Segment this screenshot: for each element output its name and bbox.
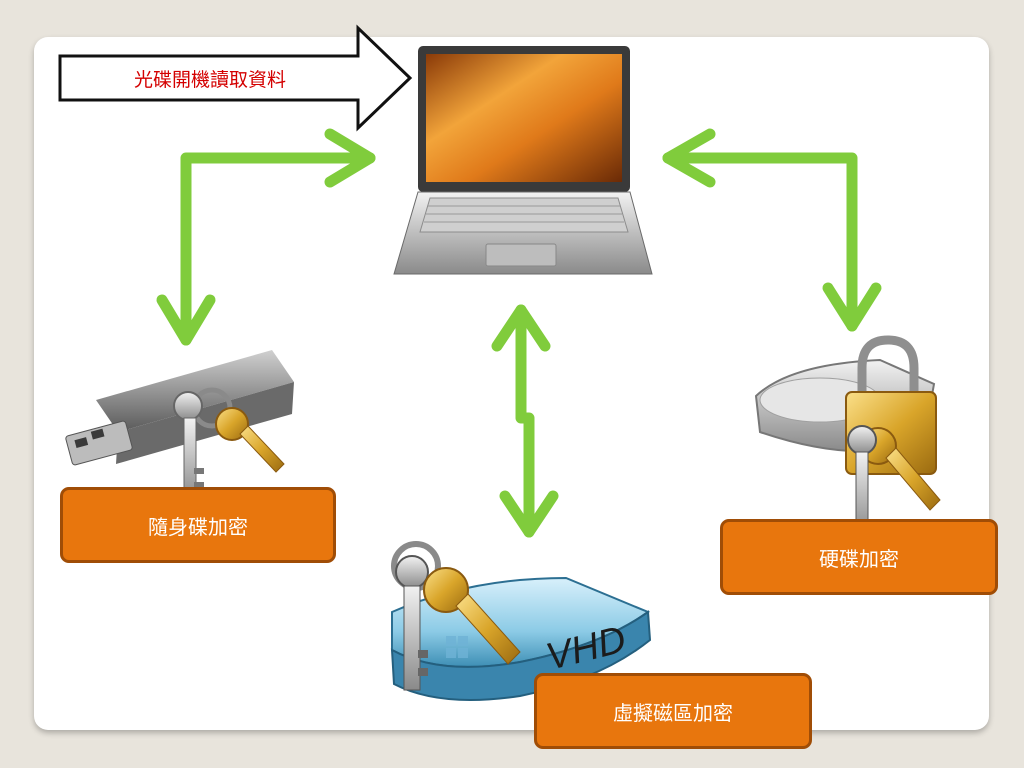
boot-arrow-label: 光碟開機讀取資料 [133, 68, 286, 91]
padlock-icon [845, 335, 941, 535]
boot-arrow-shape [58, 24, 413, 132]
laptop-icon [393, 46, 653, 275]
hdd-encryption-label: 硬碟加密 [720, 519, 998, 595]
vhd-encryption-label: 虛擬磁區加密 [534, 673, 812, 749]
keys-icon [391, 541, 521, 691]
connector-laptop-hdd [662, 128, 882, 332]
connector-laptop-vhd [491, 304, 559, 538]
usb-encryption-label: 隨身碟加密 [60, 487, 336, 563]
keys-icon [173, 387, 285, 501]
connector-laptop-usb [156, 128, 376, 346]
